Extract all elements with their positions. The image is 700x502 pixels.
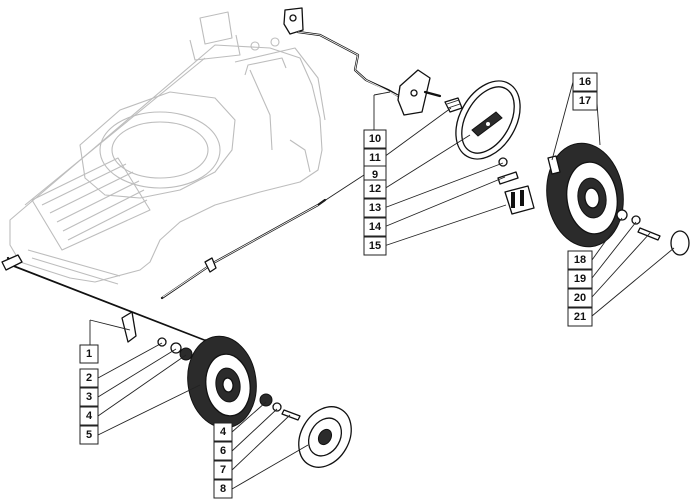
callout-18: 18 — [567, 250, 593, 270]
leader-lines — [89, 81, 675, 490]
rod-end-cap — [1, 254, 23, 271]
svg-text:16: 16 — [579, 76, 591, 88]
svg-text:19: 19 — [574, 273, 586, 285]
gear-hub — [504, 185, 535, 215]
svg-text:21: 21 — [574, 311, 586, 323]
rear-hub-cap — [670, 230, 690, 256]
svg-text:8: 8 — [220, 483, 226, 495]
rear-height-rod — [283, 7, 463, 116]
front-wheel — [157, 335, 352, 468]
callout-21: 21 — [567, 307, 593, 327]
mower-deck-outline — [9, 11, 326, 285]
callout-11: 11 — [363, 148, 387, 168]
rear-wheel — [546, 142, 690, 256]
callout-10: 10 — [363, 129, 387, 149]
spring — [444, 97, 463, 113]
callout-6: 6 — [213, 441, 233, 461]
svg-text:7: 7 — [220, 464, 226, 476]
callout-19: 19 — [567, 269, 593, 289]
bolt — [497, 171, 519, 185]
front-outer-bush — [259, 393, 273, 407]
callout-1: 1 — [79, 344, 99, 364]
callout-4: 4 — [79, 406, 99, 426]
svg-text:13: 13 — [369, 202, 381, 214]
svg-text:20: 20 — [574, 292, 586, 304]
callout-5: 5 — [79, 425, 99, 445]
svg-text:9: 9 — [372, 169, 378, 181]
callouts-rear-top: 16 17 — [572, 72, 598, 111]
svg-text:14: 14 — [369, 221, 382, 233]
height-adjust-bracket — [121, 311, 137, 343]
front-axle-assembly — [1, 198, 327, 343]
svg-text:15: 15 — [369, 240, 381, 252]
callout-4b: 4 — [213, 422, 233, 442]
callout-12: 12 — [363, 179, 387, 199]
callout-13: 13 — [363, 198, 387, 218]
svg-text:12: 12 — [369, 183, 381, 195]
svg-text:1: 1 — [86, 348, 92, 360]
svg-text:18: 18 — [574, 254, 586, 266]
callout-14: 14 — [363, 217, 387, 237]
callout-16: 16 — [572, 72, 598, 92]
callouts-front-left: 1 2 3 4 5 — [79, 344, 99, 445]
callouts-rear-bottom: 18 19 20 21 — [567, 250, 593, 327]
svg-text:4: 4 — [86, 410, 93, 422]
callout-20: 20 — [567, 288, 593, 308]
callout-2: 2 — [79, 368, 99, 388]
callouts-rear-linkage: 10 11 9 12 13 14 15 — [363, 129, 387, 256]
callout-7: 7 — [213, 460, 233, 480]
svg-text:11: 11 — [369, 152, 381, 164]
callout-17: 17 — [572, 91, 598, 111]
svg-text:4: 4 — [220, 426, 227, 438]
front-bolt — [281, 409, 301, 421]
callouts-front-right: 4 6 7 8 — [213, 422, 233, 499]
rear-washer — [616, 209, 628, 221]
rear-wheel-cover — [455, 80, 521, 160]
svg-text:3: 3 — [86, 391, 92, 403]
callout-3: 3 — [79, 387, 99, 407]
svg-text:2: 2 — [86, 372, 92, 384]
svg-text:17: 17 — [579, 95, 591, 107]
nut — [498, 157, 508, 167]
callout-8: 8 — [213, 479, 233, 499]
svg-text:5: 5 — [86, 429, 92, 441]
svg-text:10: 10 — [369, 133, 381, 145]
svg-text:6: 6 — [220, 445, 226, 457]
callout-15: 15 — [363, 236, 387, 256]
